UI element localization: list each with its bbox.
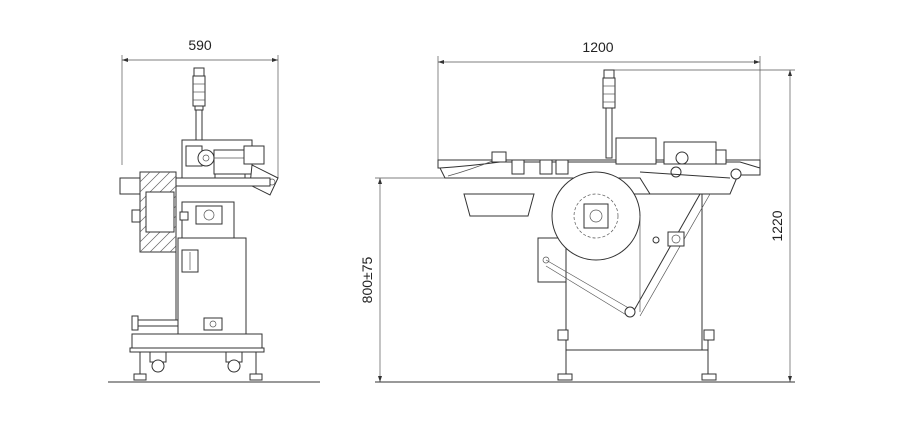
side-length-label: 1200 [582, 39, 613, 55]
side-view: 1200 1220 800±75 [359, 39, 795, 383]
front-width-label: 590 [188, 37, 212, 53]
table-height-label: 800±75 [359, 256, 375, 303]
front-view: 590 [108, 37, 320, 383]
total-height-label: 1220 [769, 210, 785, 241]
